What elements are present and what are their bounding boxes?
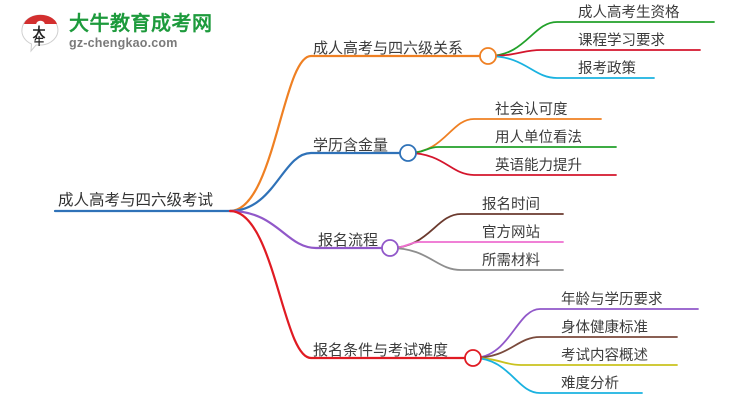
branch-label-4[interactable]: 报名条件与考试难度	[313, 342, 449, 359]
leaf-edge-1-2	[487, 49, 701, 57]
leaf-label-2-2[interactable]: 用人单位看法	[495, 130, 582, 146]
leaf-label-4-1[interactable]: 年龄与学历要求	[561, 292, 663, 308]
branch-edge-3	[228, 209, 392, 250]
mindmap-edges	[53, 21, 715, 394]
leaf-edge-4-1	[472, 308, 699, 359]
leaf-edge-2-2	[407, 146, 617, 154]
branch-node-3[interactable]	[381, 239, 399, 257]
branch-node-2[interactable]	[399, 144, 417, 162]
branch-edge-4	[228, 209, 475, 360]
leaf-label-4-2[interactable]: 身体健康标准	[561, 320, 648, 336]
leaf-label-1-1[interactable]: 成人高考生资格	[578, 5, 680, 21]
mindmap-nodes	[381, 47, 497, 367]
leaf-edge-1-1	[487, 21, 715, 57]
leaf-edge-3-3	[389, 247, 564, 271]
branch-node-1[interactable]	[479, 47, 497, 65]
branch-label-2[interactable]: 学历含金量	[313, 137, 389, 154]
site-logo: 大 牛 大牛教育成考网 gz-chengkao.com	[18, 6, 258, 58]
leaf-label-1-2[interactable]: 课程学习要求	[578, 33, 665, 49]
svg-text:大: 大	[32, 25, 45, 40]
root-label[interactable]: 成人高考与四六级考试	[58, 192, 214, 209]
logo-subtitle: gz-chengkao.com	[69, 36, 178, 51]
leaf-label-1-3[interactable]: 报考政策	[578, 61, 636, 77]
svg-text:牛: 牛	[34, 35, 44, 48]
leaf-label-4-3[interactable]: 考试内容概述	[561, 348, 648, 364]
branch-edge-2	[228, 151, 410, 213]
leaf-label-3-1[interactable]: 报名时间	[482, 197, 540, 213]
branch-label-3[interactable]: 报名流程	[318, 232, 379, 249]
leaf-edge-1-3	[487, 55, 655, 79]
leaf-label-4-4[interactable]: 难度分析	[561, 376, 619, 392]
logo-bubble-icon: 大 牛	[21, 14, 59, 53]
branch-node-4[interactable]	[464, 349, 482, 367]
leaf-edge-3-2	[389, 241, 564, 249]
logo-title: 大牛教育成考网	[69, 13, 213, 36]
leaf-edge-4-2	[472, 336, 678, 359]
leaf-label-2-3[interactable]: 英语能力提升	[495, 158, 582, 174]
branch-label-1[interactable]: 成人高考与四六级关系	[313, 40, 464, 57]
leaf-edge-2-3	[407, 152, 617, 176]
logo-text-group: 大牛教育成考网 gz-chengkao.com	[69, 14, 213, 50]
branch-edge-1	[228, 54, 490, 213]
leaf-label-2-1[interactable]: 社会认可度	[495, 102, 568, 118]
leaf-label-3-2[interactable]: 官方网站	[482, 225, 540, 241]
leaf-label-3-3[interactable]: 所需材料	[482, 253, 540, 269]
leaf-edge-4-4	[472, 357, 643, 394]
daniu-logo-mark: 大 牛	[18, 10, 62, 54]
